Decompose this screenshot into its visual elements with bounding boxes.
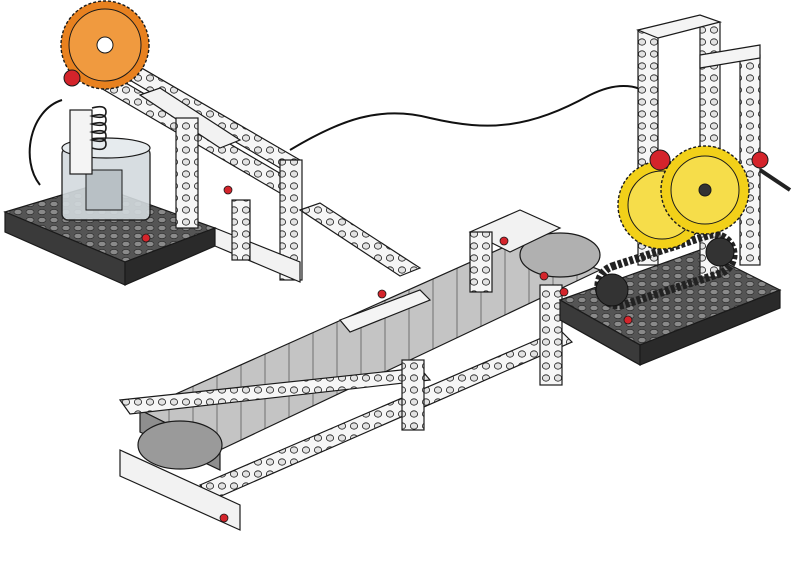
orange-gear xyxy=(60,0,150,90)
left-baseplate xyxy=(3,184,217,286)
motor-housing xyxy=(61,109,151,221)
conveyor-side-frames xyxy=(118,209,574,531)
compression-spring xyxy=(89,105,107,151)
red-pins xyxy=(141,185,633,523)
power-cable xyxy=(28,84,653,186)
yellow-gear-front xyxy=(649,145,769,235)
chain-drive xyxy=(594,230,738,310)
